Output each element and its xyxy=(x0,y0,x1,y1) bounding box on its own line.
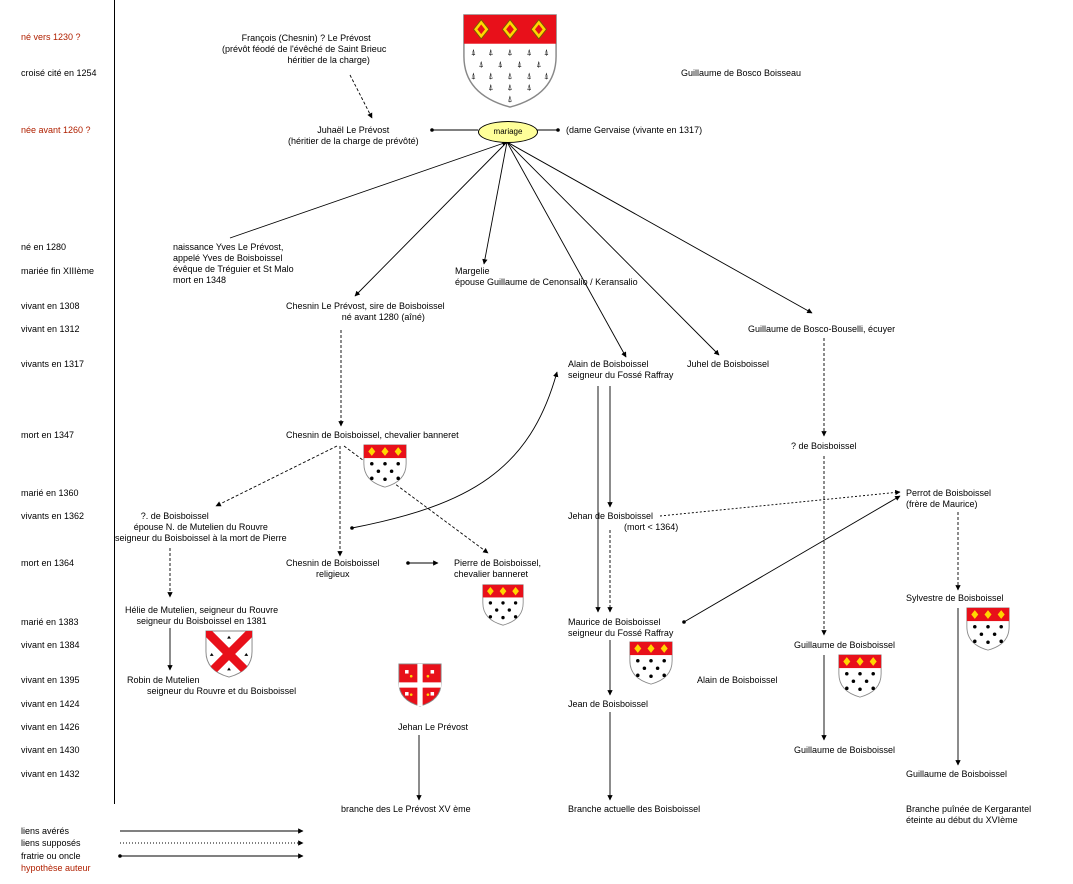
person-q-fille: ?. de Boisboissel épouse N. de Mutelien … xyxy=(115,511,287,543)
timeline-label: né en 1280 xyxy=(21,242,67,252)
supposed-link xyxy=(215,445,338,507)
svg-text:⍋: ⍋ xyxy=(527,71,532,81)
confirmed-link xyxy=(506,141,720,356)
person-jehan-le-prevost: Jehan Le Prévost xyxy=(398,722,469,732)
mariage-node: mariage xyxy=(478,121,538,143)
timeline-label: vivant en 1426 xyxy=(21,722,80,732)
person-alain-1317: Alain de Boisboissel seigneur du Fossé R… xyxy=(568,359,674,380)
svg-text:⍋: ⍋ xyxy=(517,60,522,70)
legend-supposed: liens supposés xyxy=(21,838,81,848)
person-juhel: Juhel de Boisboissel xyxy=(687,359,770,369)
svg-text:⍋: ⍋ xyxy=(488,48,493,58)
timeline-label: vivant en 1430 xyxy=(21,745,80,755)
person-yves: naissance Yves Le Prévost, appelé Yves d… xyxy=(173,242,294,285)
timeline-label: marié en 1383 xyxy=(21,617,79,627)
timeline-label: née avant 1260 ? xyxy=(21,125,91,135)
person-chesnin-le-prevost: Chesnin Le Prévost, sire de Boisboissel … xyxy=(286,301,445,322)
timeline-label: vivant en 1432 xyxy=(21,769,80,779)
timeline-label: vivant en 1424 xyxy=(21,699,80,709)
person-chesnin-religieux: Chesnin de Boisboissel religieux xyxy=(286,558,380,579)
supposed-link xyxy=(659,489,901,517)
person-gervaise: (dame Gervaise (vivante en 1317) xyxy=(566,125,703,135)
svg-text:⍋: ⍋ xyxy=(507,48,512,58)
sibling-link xyxy=(350,371,559,530)
timeline-label: né vers 1230 ? xyxy=(21,32,81,42)
person-juhael: Juhaël Le Prévost (héritier de la charge… xyxy=(288,125,419,146)
mariage-label: mariage xyxy=(493,127,523,136)
person-pierre: Pierre de Boisboissel, chevalier bannere… xyxy=(454,558,542,579)
person-jehan-1362: Jehan de Boisboissel (mort < 1364) xyxy=(568,511,679,532)
svg-text:⍋: ⍋ xyxy=(544,71,549,81)
timeline-divider xyxy=(114,0,115,804)
person-jean: Jean de Boisboissel xyxy=(568,699,649,709)
timeline-label: vivant en 1384 xyxy=(21,640,80,650)
person-maurice: Maurice de Boisboissel seigneur du Fossé… xyxy=(568,617,674,638)
svg-text:⍋: ⍋ xyxy=(527,83,532,93)
boisboissel-shield-icon xyxy=(629,641,673,685)
timeline-label: vivants en 1317 xyxy=(21,359,85,369)
sibling-link xyxy=(682,495,901,624)
branch-actuelle: Branche actuelle des Boisboissel xyxy=(568,804,701,814)
timeline-label: marié en 1360 xyxy=(21,488,79,498)
confirmed-link xyxy=(229,141,508,239)
confirmed-link xyxy=(482,141,508,265)
person-robin: Robin de Mutelien seigneur du Rouvre et … xyxy=(127,675,297,696)
timeline-label: vivant en 1395 xyxy=(21,675,80,685)
timeline-label: vivants en 1362 xyxy=(21,511,85,521)
person-guillaume-1384: Guillaume de Boisboissel xyxy=(794,640,896,650)
branch-le-prevost: branche des Le Prévost XV ème xyxy=(341,804,471,814)
boisboissel-shield-icon xyxy=(482,584,524,626)
legend-siblings: fratrie ou oncle xyxy=(21,851,81,861)
svg-text:⍋: ⍋ xyxy=(536,60,541,70)
person-q-boisboissel: ? de Boisboissel xyxy=(791,441,857,451)
timeline-label: vivant en 1308 xyxy=(21,301,80,311)
person-helie: Hélie de Mutelien, seigneur du Rouvre se… xyxy=(125,605,279,626)
timeline-label: vivant en 1312 xyxy=(21,324,80,334)
timeline-label: mariée fin XIIIème xyxy=(21,266,95,276)
supposed-link xyxy=(349,74,373,119)
svg-text:⍋: ⍋ xyxy=(498,60,503,70)
person-chesnin-1347: Chesnin de Boisboissel, chevalier banner… xyxy=(286,430,459,440)
person-francois: François (Chesnin) ? Le Prévost (prévôt … xyxy=(222,33,387,65)
confirmed-link xyxy=(354,141,508,297)
boisboissel-shield-icon: ⍋⍋⍋⍋⍋ ⍋⍋⍋⍋ ⍋⍋⍋⍋⍋ ⍋⍋⍋ ⍋ xyxy=(463,14,557,108)
svg-text:⍋: ⍋ xyxy=(488,83,493,93)
boisboissel-shield-icon xyxy=(966,607,1010,651)
person-guillaume-bosco-bouselli: Guillaume de Bosco-Bouselli, écuyer xyxy=(748,324,896,334)
person-margelie: Margelie épouse Guillaume de Cenonsalio … xyxy=(455,266,638,287)
svg-text:⍋: ⍋ xyxy=(527,48,532,58)
svg-text:⍋: ⍋ xyxy=(507,83,512,93)
confirmed-link xyxy=(506,141,813,314)
person-perrot: Perrot de Boisboissel (frère de Maurice) xyxy=(906,488,992,509)
person-alain-1395: Alain de Boisboissel xyxy=(697,675,778,685)
boisboissel-shield-icon xyxy=(838,654,882,698)
svg-text:⍋: ⍋ xyxy=(507,71,512,81)
timeline-label: mort en 1347 xyxy=(21,430,75,440)
legend-hypothesis: hypothèse auteur xyxy=(21,863,91,873)
person-guillaume-bosco-boisseau: Guillaume de Bosco Boisseau xyxy=(681,68,802,78)
person-guillaume-1432: Guillaume de Boisboissel xyxy=(906,769,1008,779)
svg-text:⍋: ⍋ xyxy=(471,71,476,81)
timeline-label: mort en 1364 xyxy=(21,558,75,568)
le-prevost-shield-icon xyxy=(398,663,442,707)
person-sylvestre: Sylvestre de Boisboissel xyxy=(906,593,1004,603)
boisboissel-shield-icon xyxy=(363,444,407,488)
mutelien-shield-icon xyxy=(205,630,253,678)
svg-text:⍋: ⍋ xyxy=(471,48,476,58)
timeline-label: croisé cité en 1254 xyxy=(21,68,97,78)
legend-confirmed: liens avérés xyxy=(21,826,70,836)
svg-text:⍋: ⍋ xyxy=(488,71,493,81)
svg-text:⍋: ⍋ xyxy=(479,60,484,70)
svg-text:⍋: ⍋ xyxy=(544,48,549,58)
person-guillaume-1430: Guillaume de Boisboissel xyxy=(794,745,896,755)
confirmed-link xyxy=(506,141,627,358)
svg-text:⍋: ⍋ xyxy=(507,94,512,104)
branch-kergarantel: Branche puînée de Kergarantel éteinte au… xyxy=(906,804,1032,825)
